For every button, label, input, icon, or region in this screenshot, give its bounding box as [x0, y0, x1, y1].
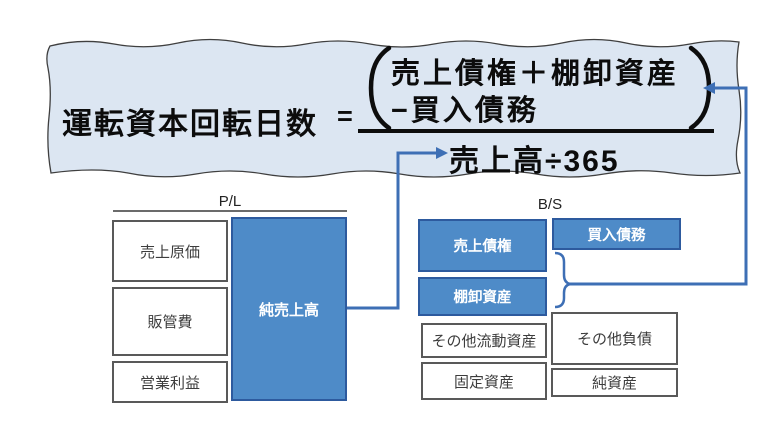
denominator-arrowhead-icon: [436, 147, 448, 159]
box-trade-receivables-highlight: 売上債権: [418, 219, 547, 272]
box-cost-of-sales: 売上原価: [112, 220, 228, 282]
box-net-assets: 純資産: [551, 368, 678, 397]
formula-numerator-line1: 売上債権＋棚卸資産: [391, 58, 680, 90]
box-operating-profit: 営業利益: [112, 361, 228, 403]
box-other-liabilities: その他負債: [551, 312, 678, 365]
left-parenthesis: [368, 45, 392, 131]
box-net-sales-highlight: 純売上高: [231, 217, 347, 401]
pl-underline: [113, 210, 347, 212]
box-fixed-assets: 固定資産: [421, 362, 547, 400]
formula-equals: =: [337, 101, 353, 131]
numerator-arrowhead-icon: [703, 82, 715, 94]
right-parenthesis: [688, 45, 712, 131]
formula-lhs: 運転資本回転日数: [62, 108, 318, 141]
box-inventory-highlight: 棚卸資産: [418, 277, 547, 316]
grouping-brace: [554, 251, 571, 309]
box-other-current-assets: その他流動資産: [421, 323, 547, 358]
box-trade-payables-highlight: 買入債務: [552, 218, 681, 250]
pl-section-label: P/L: [218, 193, 242, 210]
box-sga-expenses: 販管費: [112, 287, 228, 356]
numerator-connector-line: [569, 86, 748, 286]
formula-numerator-line2: −買入債務: [391, 95, 539, 127]
fraction-bar: [358, 129, 714, 133]
bs-section-label: B/S: [537, 196, 563, 213]
formula-denominator: 売上高÷365: [449, 145, 620, 178]
